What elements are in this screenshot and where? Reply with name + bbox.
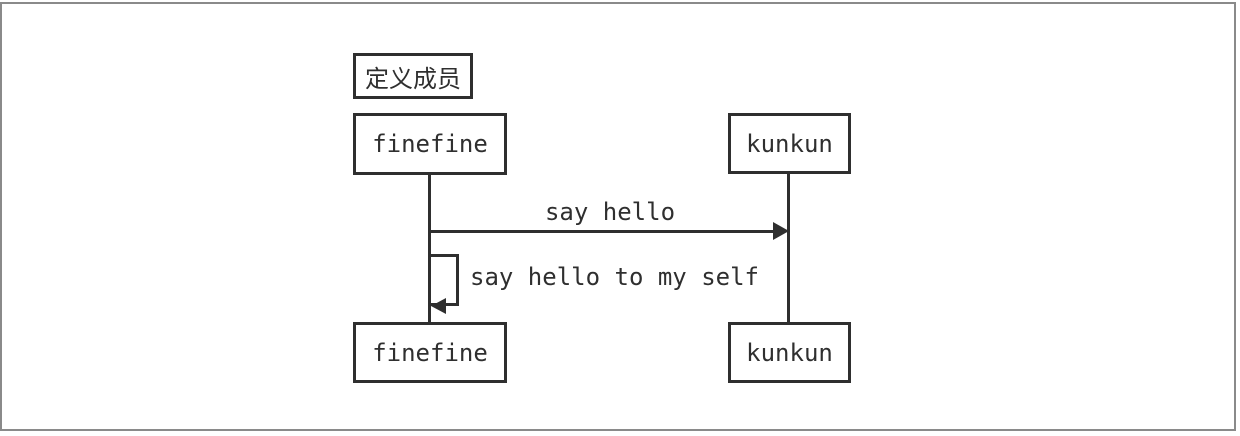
- actor-label-finefine-bottom: finefine: [372, 338, 488, 367]
- arrowhead-right-icon: [773, 222, 789, 240]
- lifeline-kunkun: [787, 171, 790, 324]
- diagram-title-box: 定义成员: [353, 53, 473, 99]
- actor-label-kunkun-bottom: kunkun: [746, 338, 833, 367]
- message-label-say-hello: say hello: [544, 198, 676, 226]
- actor-box-finefine-top: finefine: [353, 113, 507, 175]
- actor-box-kunkun-top: kunkun: [728, 113, 851, 174]
- actor-label-kunkun-top: kunkun: [746, 129, 833, 158]
- diagram-title-label: 定义成员: [365, 64, 461, 93]
- lifeline-finefine: [428, 172, 431, 324]
- message-label-say-hello-to-my-self: say hello to my self: [470, 263, 759, 291]
- arrowhead-left-icon: [431, 298, 446, 314]
- actor-box-kunkun-bottom: kunkun: [728, 322, 851, 383]
- actor-label-finefine-top: finefine: [372, 130, 488, 158]
- message-line-say-hello: [430, 230, 776, 233]
- actor-box-finefine-bottom: finefine: [353, 322, 507, 383]
